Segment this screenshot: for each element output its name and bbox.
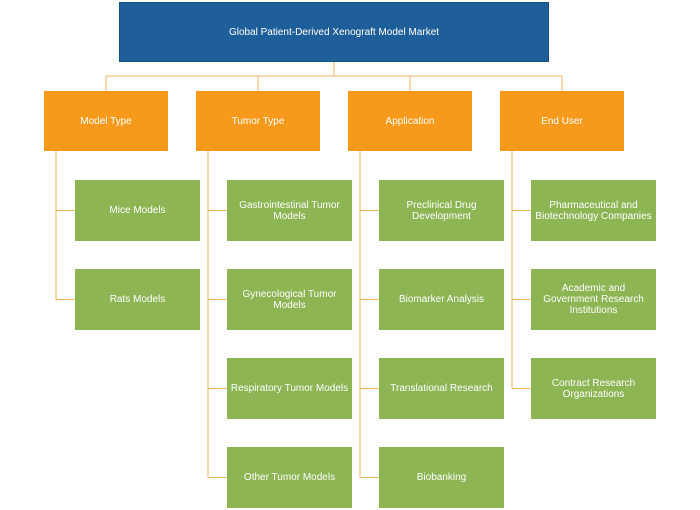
leaf-gastrointestinal-tumor-models: Gastrointestinal Tumor Models <box>227 180 352 241</box>
leaf-respiratory-tumor-models: Respiratory Tumor Models <box>227 358 352 419</box>
leaf-pharmaceutical-biotechnology-companies: Pharmaceutical and Biotechnology Compani… <box>531 180 656 241</box>
root-node: Global Patient-Derived Xenograft Model M… <box>119 2 549 62</box>
leaf-other-tumor-models: Other Tumor Models <box>227 447 352 508</box>
category-end-user: End User <box>500 91 624 151</box>
leaf-biomarker-analysis: Biomarker Analysis <box>379 269 504 330</box>
category-model-type: Model Type <box>44 91 168 151</box>
leaf-contract-research-organizations: Contract Research Organizations <box>531 358 656 419</box>
leaf-biobanking: Biobanking <box>379 447 504 508</box>
leaf-rats-models: Rats Models <box>75 269 200 330</box>
leaf-gynecological-tumor-models: Gynecological Tumor Models <box>227 269 352 330</box>
leaf-mice-models: Mice Models <box>75 180 200 241</box>
leaf-translational-research: Translational Research <box>379 358 504 419</box>
category-application: Application <box>348 91 472 151</box>
leaf-academic-government-research-institutions: Academic and Government Research Institu… <box>531 269 656 330</box>
category-tumor-type: Tumor Type <box>196 91 320 151</box>
leaf-preclinical-drug-development: Preclinical Drug Development <box>379 180 504 241</box>
